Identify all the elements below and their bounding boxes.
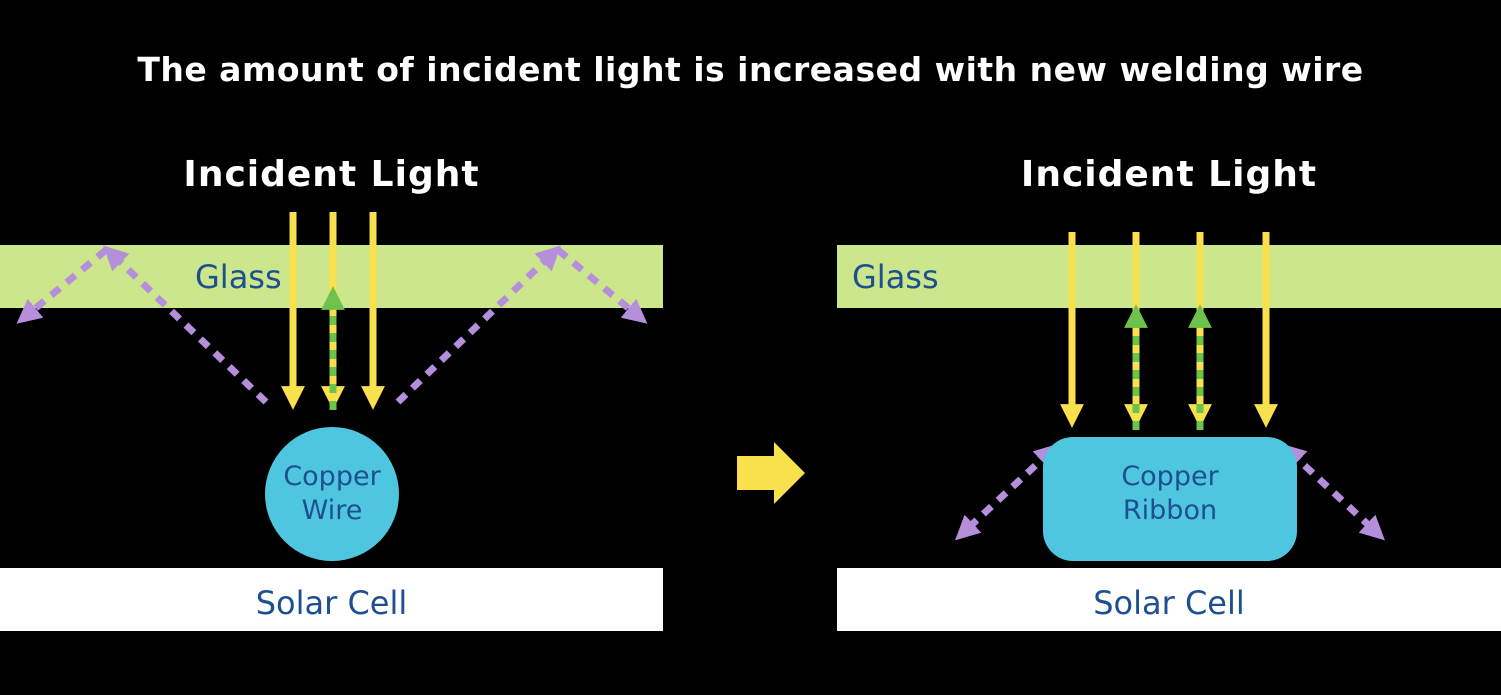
scattered-ray-left-out1 — [16, 247, 109, 324]
glass-label-right: Glass — [852, 258, 939, 296]
glass-pane-right — [837, 245, 1501, 308]
copper-wire-label-line1: Copper — [283, 461, 381, 492]
solar-cell-label-left: Solar Cell — [255, 584, 408, 622]
copper-ribbon-label-line2: Ribbon — [1122, 495, 1218, 526]
scattered-ray-left-up1 — [103, 245, 269, 405]
diagram-title: The amount of incident light is increase… — [137, 50, 1364, 89]
glass-label-left: Glass — [195, 258, 282, 296]
solar-cell-label-right: Solar Cell — [1093, 584, 1245, 622]
transition-arrow — [737, 442, 805, 504]
copper-ribbon-label: Copper Ribbon — [1060, 460, 1280, 528]
scattered-ray-left-out2 — [555, 247, 648, 324]
copper-wire-label: Copper Wire — [222, 460, 442, 528]
copper-ribbon-label-line1: Copper — [1121, 461, 1219, 492]
incident-light-heading-left: Incident Light — [183, 154, 480, 195]
incident-light-heading-right: Incident Light — [1020, 154, 1318, 195]
scattered-ray-right-left — [955, 443, 1059, 541]
scattered-ray-right-right — [1281, 443, 1385, 541]
solar-cell-left — [0, 568, 663, 631]
scattered-ray-left-up2 — [395, 245, 561, 405]
copper-wire-label-line2: Wire — [301, 495, 363, 526]
solar-cell-right — [837, 568, 1501, 631]
copper-ribbon-shape — [1043, 437, 1297, 561]
copper-wire-shape — [265, 427, 399, 561]
